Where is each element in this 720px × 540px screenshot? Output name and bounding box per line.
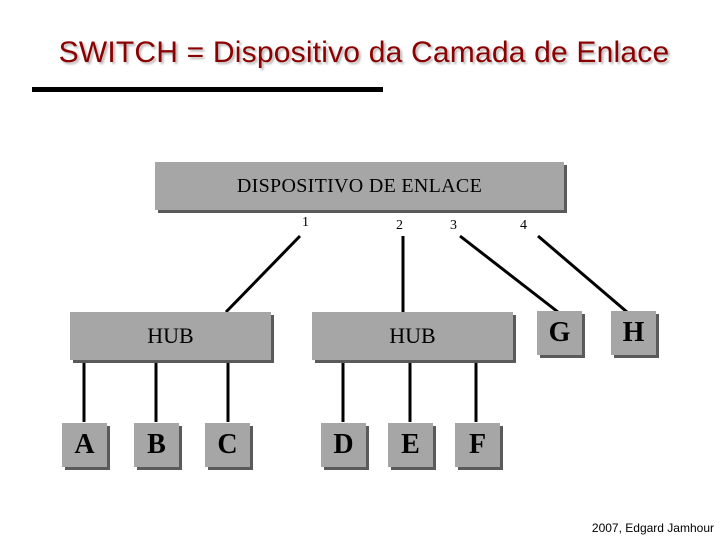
port-4-label: 4 bbox=[520, 218, 527, 233]
host-f: F bbox=[455, 423, 500, 467]
host-h: H bbox=[611, 311, 656, 355]
link-port3-g bbox=[459, 234, 559, 314]
hub-left: HUB bbox=[70, 312, 271, 360]
link-port1-hub1 bbox=[224, 234, 302, 314]
host-b: B bbox=[134, 423, 179, 467]
footer-credit: 2007, Edgard Jamhour bbox=[591, 521, 714, 535]
port-3-label: 3 bbox=[450, 218, 457, 233]
hub-right: HUB bbox=[312, 312, 513, 360]
link-layer-device: DISPOSITIVO DE ENLACE bbox=[155, 162, 564, 210]
host-c: C bbox=[205, 423, 250, 467]
host-e: E bbox=[388, 423, 433, 467]
title-underline bbox=[32, 87, 383, 92]
host-a: A bbox=[62, 423, 107, 467]
slide-title: SWITCH = Dispositivo da Camada de Enlace bbox=[58, 36, 670, 69]
port-1-label: 1 bbox=[302, 215, 309, 230]
host-g: G bbox=[537, 311, 582, 355]
link-port4-h bbox=[537, 234, 628, 314]
port-2-label: 2 bbox=[396, 218, 403, 233]
host-d: D bbox=[321, 423, 366, 467]
